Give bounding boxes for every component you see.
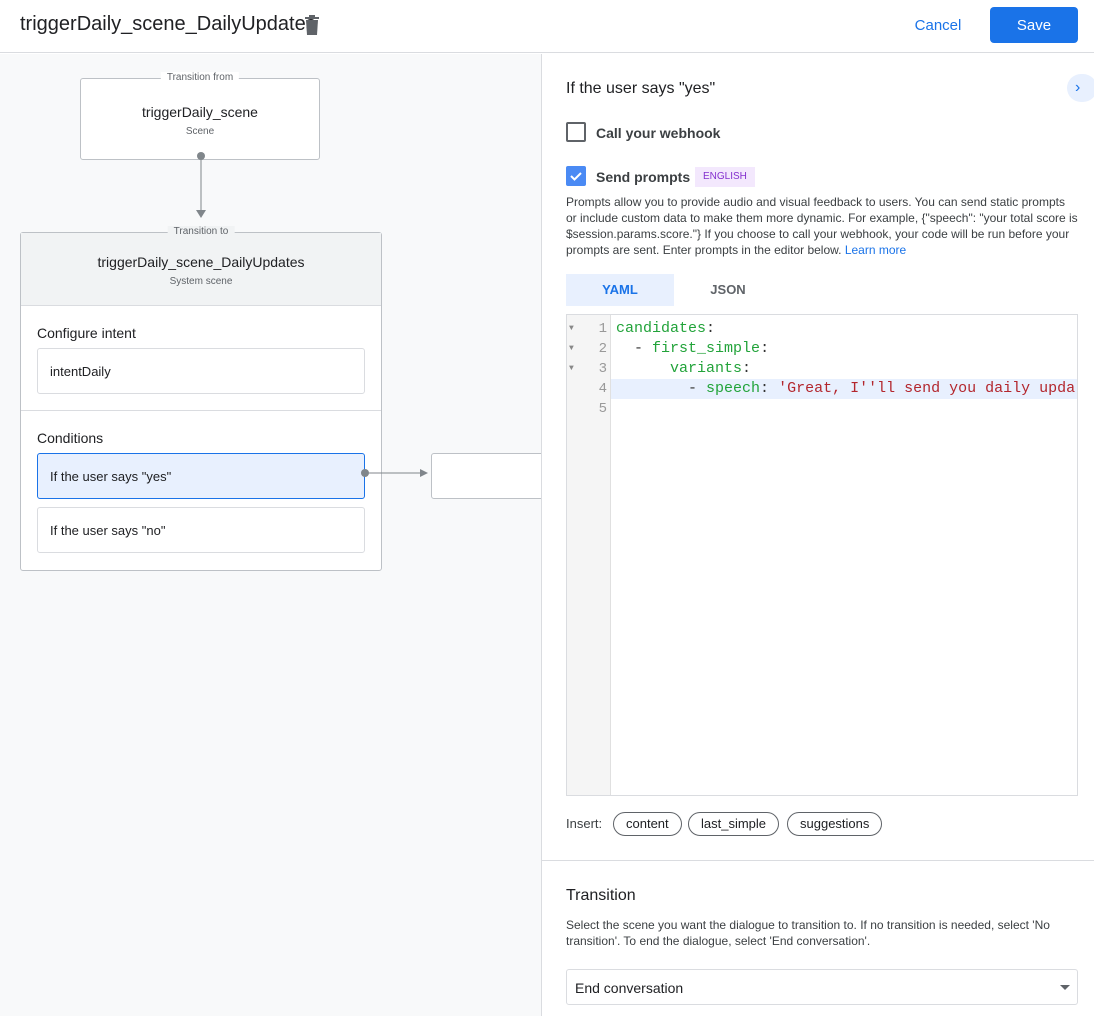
conditions-heading: Conditions — [37, 430, 104, 446]
fold-arrow-icon[interactable]: ▼ — [569, 364, 574, 373]
prompts-checkbox[interactable] — [566, 166, 586, 186]
line-number: 4 — [598, 381, 607, 397]
insert-chip-content[interactable]: content — [613, 812, 682, 836]
condition-no[interactable]: If the user says "no" — [37, 507, 365, 553]
insert-chip-suggestions[interactable]: suggestions — [787, 812, 883, 836]
configure-intent-heading: Configure intent — [37, 325, 136, 341]
transition-to-label: Transition to — [167, 226, 235, 237]
condition-connector — [361, 469, 428, 477]
code-text — [616, 399, 1076, 419]
editor-gutter — [567, 315, 611, 795]
condition-yes[interactable]: If the user says "yes" — [37, 453, 365, 499]
prompts-label: Send prompts — [596, 169, 691, 185]
description-text: Prompts allow you to provide audio and v… — [566, 195, 1078, 257]
tab-yaml[interactable]: YAML — [566, 274, 674, 306]
code-text: - speech: 'Great, I''ll send you daily u… — [688, 380, 1076, 397]
connector-arrow — [196, 152, 206, 218]
chevron-right-icon: › — [1075, 79, 1081, 96]
collapse-panel-button[interactable]: › — [1067, 74, 1094, 102]
code-text: - first_simple: — [634, 340, 779, 357]
language-badge: ENGLISH — [695, 167, 755, 187]
learn-more-link[interactable]: Learn more — [844, 243, 907, 257]
transition-from-label: Transition from — [160, 72, 240, 83]
code-editor[interactable]: ▼1 candidates: ▼2 - first_simple: ▼3 vari… — [566, 314, 1078, 796]
code-text: candidates: — [616, 320, 725, 337]
dropdown-arrow-icon — [1060, 985, 1070, 990]
from-scene-name: triggerDaily_scene — [142, 104, 258, 120]
intent-item[interactable]: intentDaily — [37, 348, 365, 394]
insert-label: Insert: — [566, 816, 603, 831]
fold-arrow-icon[interactable]: ▼ — [569, 324, 574, 333]
transition-to-node: Transition to triggerDaily_scene_DailyUp… — [20, 226, 382, 571]
detail-panel — [542, 54, 1094, 1016]
webhook-checkbox[interactable] — [566, 122, 586, 142]
page-title: triggerDaily_scene_DailyUpdates — [20, 13, 316, 35]
code-text: variants: — [670, 360, 761, 377]
transition-select[interactable]: End conversation — [566, 969, 1078, 1005]
insert-chip-last-simple[interactable]: last_simple — [688, 812, 780, 836]
code-line — [611, 379, 1077, 399]
fold-arrow-icon[interactable]: ▼ — [569, 344, 574, 353]
transition-from-node[interactable]: Transition from triggerDaily_scene Scene — [80, 72, 320, 160]
empty-target-node[interactable] — [431, 453, 541, 499]
cancel-button[interactable]: Cancel — [904, 8, 972, 42]
check-icon — [570, 172, 582, 181]
transition-selected-value: End conversation — [575, 980, 684, 996]
transition-description: Select the scene you want the dialogue t… — [566, 918, 1050, 948]
webhook-label: Call your webhook — [596, 125, 721, 141]
panel-heading: If the user says "yes" — [566, 80, 716, 97]
to-scene-type: System scene — [169, 276, 233, 287]
scene-canvas: Transition from triggerDaily_scene Scene… — [0, 54, 542, 1016]
from-scene-type: Scene — [185, 126, 215, 137]
line-number: ▼2 — [569, 341, 607, 357]
line-number: 5 — [598, 401, 607, 417]
divider — [542, 860, 1094, 861]
line-number: ▼1 — [569, 321, 607, 337]
prompts-description: Prompts allow you to provide audio and v… — [566, 194, 1078, 258]
transition-heading: Transition — [566, 887, 636, 904]
save-button[interactable]: Save — [990, 7, 1078, 43]
tab-json[interactable]: JSON — [710, 282, 746, 297]
trash-icon[interactable] — [304, 15, 320, 35]
header: triggerDaily_scene_DailyUpdates Cancel S… — [0, 0, 1094, 53]
line-number: ▼3 — [569, 361, 607, 377]
to-scene-name: triggerDaily_scene_DailyUpdates — [97, 254, 305, 270]
